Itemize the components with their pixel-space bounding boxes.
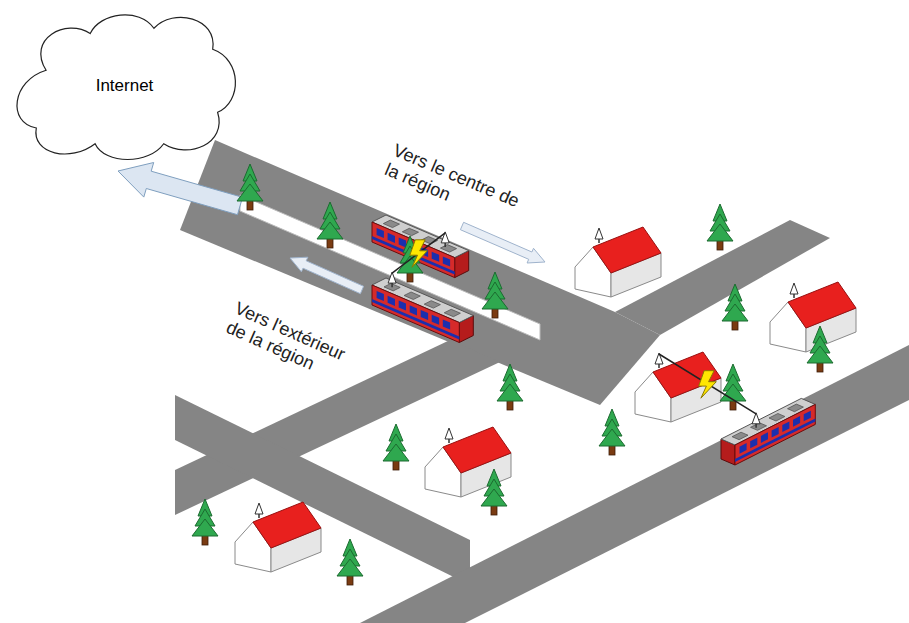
tree xyxy=(722,284,748,330)
bus-window xyxy=(399,301,406,311)
house-roof xyxy=(253,502,321,548)
bus-roof-hatch xyxy=(404,292,420,300)
bus xyxy=(721,398,815,465)
tree xyxy=(481,469,507,515)
bus-window xyxy=(410,305,417,315)
bus-window xyxy=(793,416,800,427)
antenna-head xyxy=(595,228,603,239)
bus-window xyxy=(432,315,439,325)
house xyxy=(635,352,721,422)
bus-window xyxy=(443,319,450,329)
tree-crown xyxy=(383,444,409,461)
bus-stripe xyxy=(372,299,459,340)
tree-crown xyxy=(707,224,733,241)
house-roof xyxy=(593,227,661,273)
bus-side xyxy=(372,285,459,343)
lightning-bolt xyxy=(410,240,428,267)
radio-link-line xyxy=(392,233,445,273)
bus-window xyxy=(432,252,439,262)
tree xyxy=(599,409,625,455)
tree-crown xyxy=(337,559,363,576)
bus-roof-hatch xyxy=(383,220,399,228)
direction-arrow xyxy=(460,222,545,263)
direction-label: Vers l'extérieur de la région xyxy=(223,298,368,393)
bus-roof-hatch xyxy=(788,404,804,412)
bus-window xyxy=(421,310,428,320)
antenna-symbol xyxy=(790,283,798,298)
antenna-head xyxy=(790,283,798,294)
tree xyxy=(192,499,218,545)
bus-window xyxy=(761,432,768,443)
bus xyxy=(372,278,473,343)
tree xyxy=(237,164,263,210)
uplink-arrow xyxy=(118,163,243,215)
tree xyxy=(707,204,733,250)
bus-roof-hatch xyxy=(732,432,748,440)
house xyxy=(575,227,661,297)
antenna-symbol xyxy=(255,503,263,518)
tree-crown xyxy=(317,222,343,239)
bus-window xyxy=(388,233,395,243)
bus-roof-hatch xyxy=(424,301,440,308)
bus-window xyxy=(804,411,811,422)
direction-arrow xyxy=(290,257,364,294)
bus-window xyxy=(377,291,384,301)
tree-crown xyxy=(599,429,625,446)
bus xyxy=(372,215,469,278)
tree xyxy=(482,272,508,318)
tree-crown xyxy=(482,292,508,309)
cloud-content: Internet xyxy=(2,2,247,170)
tree-crown xyxy=(807,346,833,363)
house xyxy=(425,427,511,497)
bus-window xyxy=(750,438,757,449)
antenna-symbol xyxy=(595,228,603,243)
road xyxy=(360,345,909,623)
tree-crown xyxy=(481,489,507,506)
tree-crown xyxy=(720,384,746,401)
cloud-node: Internet xyxy=(2,2,247,170)
antenna-head xyxy=(752,413,760,424)
house xyxy=(770,282,856,352)
antenna-symbol xyxy=(445,428,453,443)
tree xyxy=(497,364,523,410)
house-roof xyxy=(443,427,511,473)
bus-window xyxy=(388,296,395,306)
bus-window xyxy=(740,443,747,454)
bus-roof-hatch xyxy=(769,414,785,422)
bus-window xyxy=(443,256,450,266)
bus-roof-hatch xyxy=(440,245,456,253)
road xyxy=(175,395,470,585)
antenna-symbol xyxy=(752,413,760,428)
antenna-head xyxy=(388,272,396,283)
tree xyxy=(337,539,363,585)
bus-stripe xyxy=(735,418,815,462)
tree xyxy=(317,202,343,248)
bus-side xyxy=(372,222,455,278)
lightning-bolt xyxy=(699,371,717,399)
bus-roof-hatch xyxy=(444,309,460,316)
tree xyxy=(383,424,409,470)
house-roof xyxy=(788,282,856,328)
bus-window xyxy=(772,427,779,438)
antenna-head xyxy=(255,503,263,514)
cloud-shape xyxy=(17,15,235,160)
node-title: Internet xyxy=(96,76,154,96)
tree xyxy=(720,364,746,410)
antenna-symbol xyxy=(388,272,396,287)
tree-crown xyxy=(722,304,748,321)
bus-roof-hatch xyxy=(402,228,418,235)
bus-window xyxy=(377,228,384,238)
radio-link-line xyxy=(659,354,756,414)
antenna-head xyxy=(445,428,453,439)
house xyxy=(235,502,321,572)
bus-window xyxy=(782,422,789,433)
bus-window xyxy=(399,238,406,248)
tree-crown xyxy=(497,384,523,401)
tree xyxy=(807,326,833,372)
tree-crown xyxy=(237,184,263,201)
tree-crown xyxy=(192,519,218,536)
house-roof xyxy=(653,352,721,398)
bus-side xyxy=(735,404,815,465)
